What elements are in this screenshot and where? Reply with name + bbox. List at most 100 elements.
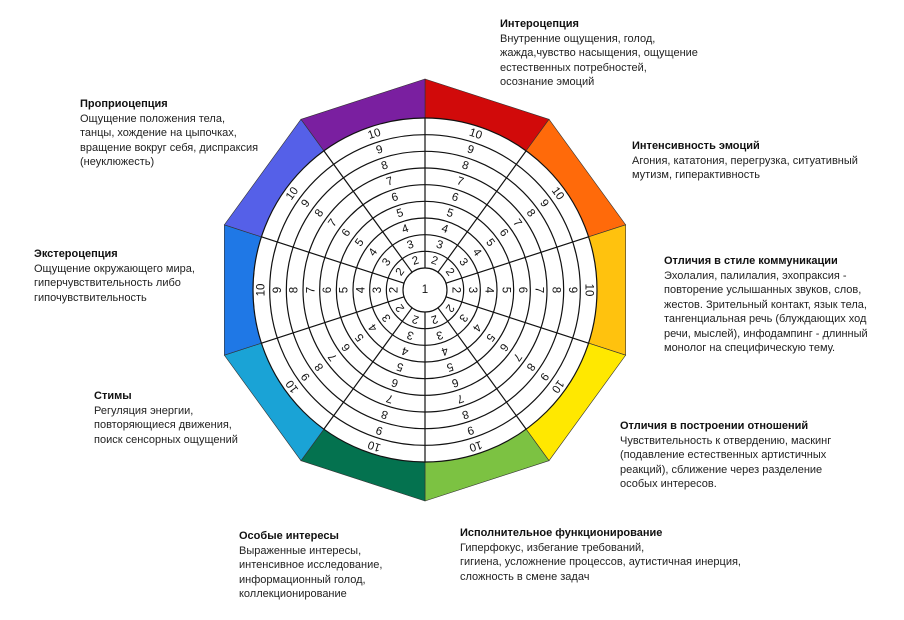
ring-label: 8 bbox=[460, 407, 470, 420]
sector-description-line: Выраженные интересы, bbox=[239, 544, 362, 557]
ring-label: 2 bbox=[411, 254, 421, 267]
ring-label: 7 bbox=[385, 391, 395, 404]
ring-label: 6 bbox=[450, 376, 460, 389]
ring-label: 4 bbox=[400, 344, 410, 358]
ring-label: 5 bbox=[395, 207, 405, 220]
ring-label: 9 bbox=[375, 143, 385, 156]
sector-description-line: сложность в смене задач bbox=[460, 570, 590, 583]
ring-label: 7 bbox=[305, 287, 317, 293]
sector-description-line: реакций), сближение через разделение bbox=[620, 463, 823, 476]
sector-title: Особые интересы bbox=[239, 530, 339, 542]
sector-divider bbox=[445, 236, 589, 284]
sector-description-line: речи, мыслей), инфодампинг - длинный bbox=[664, 327, 868, 340]
ring-label: 4 bbox=[355, 286, 367, 293]
sector-divider bbox=[261, 236, 405, 284]
sector-description-line: повторяющиеся движения, bbox=[94, 419, 232, 431]
ring-label: 4 bbox=[440, 223, 450, 237]
ring-label: 3 bbox=[466, 287, 478, 293]
sector-description-line: мутизм, гиперактивность bbox=[632, 169, 760, 181]
ring-label: 10 bbox=[366, 438, 382, 453]
sector-description-line: естественных потребностей, bbox=[500, 61, 647, 74]
sector-description-line: Агония, кататония, перегрузка, ситуативн… bbox=[632, 154, 858, 167]
sector-description-line: гигиена, усложнение процессов, аутистичн… bbox=[460, 556, 741, 568]
ring-label: 9 bbox=[566, 287, 578, 293]
sector-description-line: Чувствительность к отвердению, маскинг bbox=[620, 434, 832, 447]
ring-label: 5 bbox=[499, 287, 511, 293]
ring-label: 3 bbox=[372, 287, 384, 293]
ring-label: 6 bbox=[516, 287, 528, 293]
sector-title: Экстероцепция bbox=[34, 248, 118, 260]
ring-label: 6 bbox=[390, 191, 400, 204]
ring-label: 2 bbox=[449, 287, 461, 293]
sector-description-line: Ощущение окружающего мира, bbox=[34, 262, 195, 275]
sector-description-line: жажда,чувство насыщения, ощущение bbox=[500, 47, 698, 59]
ring-label: 8 bbox=[380, 159, 390, 172]
ring-label: 5 bbox=[395, 360, 405, 373]
ring-label: 7 bbox=[455, 175, 465, 188]
sector-description-line: вращение вокруг себя, диспраксия bbox=[80, 141, 259, 154]
sector-description-line: интенсивное исследование, bbox=[239, 559, 383, 571]
ring-label: 7 bbox=[455, 391, 465, 404]
ring-label: 6 bbox=[390, 376, 400, 389]
sector-title: Отличия в стиле коммуникации bbox=[664, 255, 838, 267]
sector-description-line: повторение услышанных звуков, слов, bbox=[664, 284, 862, 296]
ring-label: 8 bbox=[380, 407, 390, 420]
sector-divider bbox=[323, 150, 413, 273]
ring-label: 9 bbox=[466, 423, 476, 436]
sector-title: Отличия в построении отношений bbox=[620, 420, 809, 432]
sector-title: Стимы bbox=[94, 390, 132, 402]
ring-label: 6 bbox=[450, 191, 460, 204]
sector-title: Интенсивность эмоций bbox=[632, 140, 760, 152]
ring-label: 3 bbox=[406, 239, 416, 252]
ring-label: 9 bbox=[272, 287, 284, 293]
sector-divider bbox=[437, 150, 527, 273]
sector-description-line: гиперчувствительность либо bbox=[34, 277, 181, 289]
sector-description-line: монолог на специфическую тему. bbox=[664, 342, 836, 354]
sector-title: Интероцепция bbox=[500, 18, 579, 30]
sector-description-line: поиск сенсорных ощущений bbox=[94, 433, 238, 446]
sector-description-line: Внутренние ощущения, голод, bbox=[500, 32, 656, 45]
ring-label: 8 bbox=[460, 159, 470, 172]
ring-label: 10 bbox=[366, 127, 382, 142]
sector-description-line: (подавление естественных артистичных bbox=[620, 449, 827, 461]
sector-divider bbox=[261, 296, 405, 344]
ring-label: 6 bbox=[322, 287, 334, 293]
sector-description-line: информационный голод, bbox=[239, 573, 366, 586]
ring-label: 8 bbox=[549, 287, 561, 293]
sector-description-line: танцы, хождение на цыпочках, bbox=[80, 127, 237, 139]
ring-label: 3 bbox=[435, 328, 445, 341]
sector-description-line: особых интересов. bbox=[620, 478, 717, 490]
sector-description-line: Регуляция энергии, bbox=[94, 404, 194, 417]
sector-title: Исполнительное функционирование bbox=[460, 527, 663, 539]
sector-description-line: осознание эмоций bbox=[500, 76, 595, 88]
sector-description-line: Эхолалия, палилалия, эхопраксия - bbox=[664, 269, 847, 282]
ring-label: 7 bbox=[533, 287, 545, 293]
ring-label-center: 1 bbox=[422, 284, 428, 296]
sector-description-line: Ощущение положения тела, bbox=[80, 112, 226, 125]
ring-label: 7 bbox=[385, 175, 395, 188]
ring-label: 10 bbox=[468, 438, 484, 453]
ring-label: 8 bbox=[289, 287, 301, 293]
sector-divider bbox=[445, 296, 589, 344]
ring-label: 5 bbox=[339, 287, 351, 293]
sector-description-line: жестов. Зрительный контакт, язык тела, bbox=[664, 298, 867, 311]
ring-label: 9 bbox=[375, 423, 385, 436]
sector-divider bbox=[437, 307, 527, 430]
sector-description-line: (неуклюжесть) bbox=[80, 156, 155, 168]
ring-label: 2 bbox=[429, 254, 439, 267]
ring-label: 10 bbox=[583, 284, 595, 297]
ring-label: 2 bbox=[411, 312, 421, 325]
ring-label: 4 bbox=[400, 223, 410, 237]
ring-label: 4 bbox=[483, 287, 495, 294]
sector-divider bbox=[323, 307, 413, 430]
ring-label: 3 bbox=[406, 328, 416, 341]
